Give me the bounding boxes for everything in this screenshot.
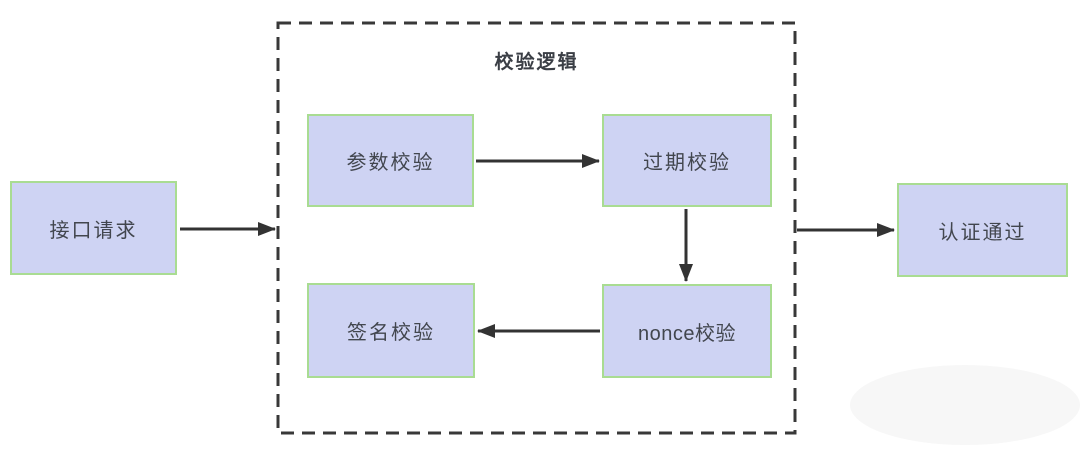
node-nonce-validation[interactable]: nonce校验 — [602, 284, 772, 378]
node-authentication-passed[interactable]: 认证通过 — [897, 183, 1068, 277]
node-interface-request[interactable]: 接口请求 — [10, 181, 177, 275]
node-expiration-validation[interactable]: 过期校验 — [602, 114, 772, 207]
node-label: 参数校验 — [346, 152, 435, 174]
node-label: 接口请求 — [49, 219, 138, 242]
node-label: nonce校验 — [638, 322, 736, 345]
node-signature-validation[interactable]: 签名校验 — [307, 283, 475, 378]
watermark-smudge — [850, 365, 1080, 445]
node-label: 认证通过 — [938, 221, 1027, 244]
node-parameter-validation[interactable]: 参数校验 — [307, 114, 474, 207]
node-label: 签名校验 — [347, 322, 435, 344]
validation-group-border — [276, 21, 797, 435]
node-label: 过期校验 — [643, 152, 731, 174]
validation-group-title: 校验逻辑 — [494, 52, 579, 73]
